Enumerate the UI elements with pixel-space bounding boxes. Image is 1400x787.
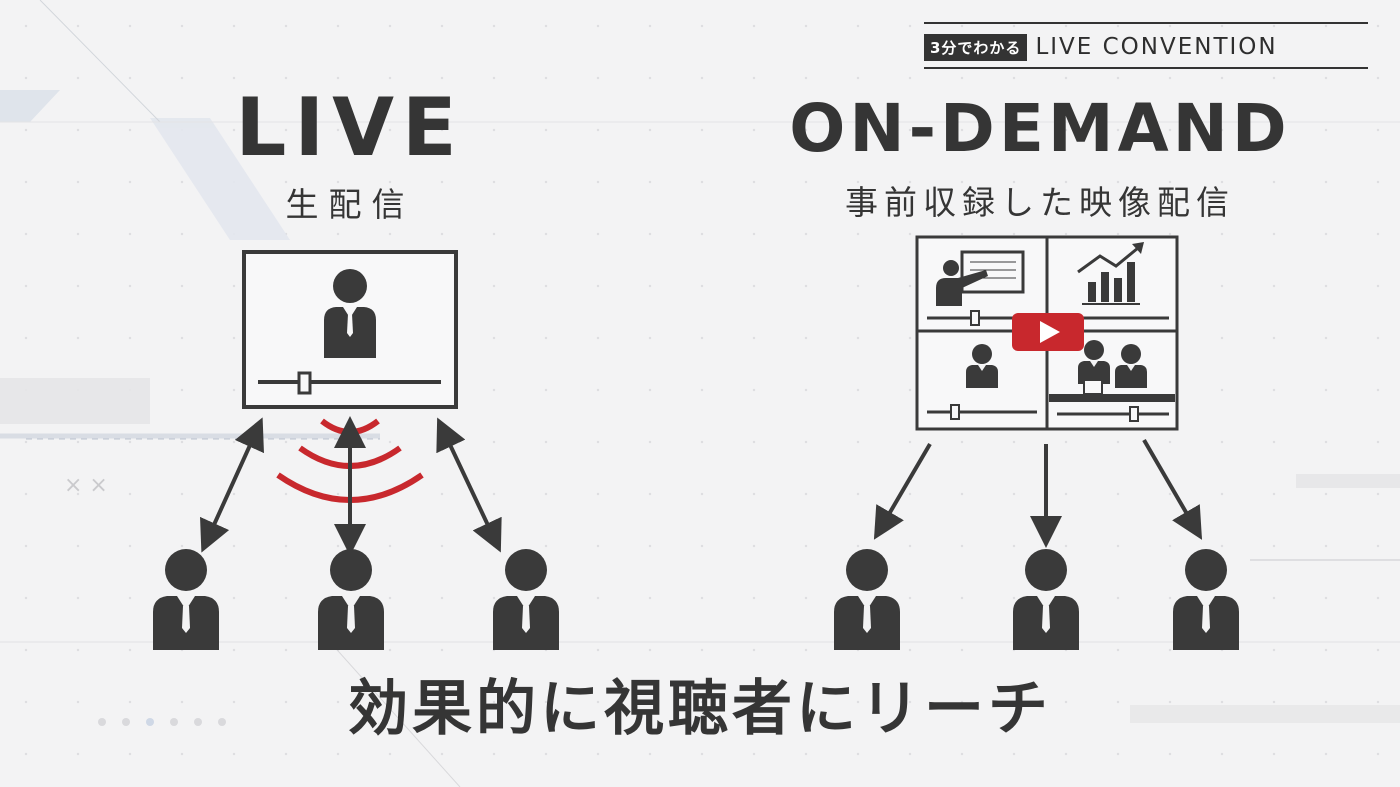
- ondemand-viewers: [834, 549, 1239, 650]
- ondemand-video-grid: [915, 235, 1179, 431]
- play-button-icon: [1012, 313, 1084, 351]
- page-indicator-dots: [98, 718, 226, 726]
- arrow-icon: [200, 417, 264, 553]
- live-subtitle: 生配信: [285, 185, 415, 224]
- badge-tag: 3分でわかる: [924, 33, 1028, 61]
- live-bidirectional-arrows: [200, 416, 502, 556]
- caption: 効果的に視聴者にリーチ: [348, 674, 1052, 744]
- person-icon: [834, 549, 900, 650]
- series-badge: 3分でわかる LIVE CONVENTION: [924, 30, 1278, 64]
- arrow-icon: [1142, 438, 1203, 540]
- suit-person-icon: [927, 344, 1037, 420]
- person-icon: [318, 549, 384, 650]
- person-icon: [493, 549, 559, 650]
- seek-handle: [297, 371, 312, 395]
- badge-top-rule: [924, 22, 1368, 24]
- ondemand-title: ON-DEMAND: [789, 90, 1291, 167]
- arrow-icon: [873, 442, 932, 540]
- person-icon: [153, 549, 219, 650]
- live-title: LIVE: [235, 81, 465, 174]
- person-icon: [1173, 549, 1239, 650]
- person-icon: [1013, 549, 1079, 650]
- ondemand-arrows: [873, 438, 1203, 548]
- badge-bottom-rule: [924, 67, 1368, 69]
- panel-discussion-icon: [1049, 340, 1175, 422]
- live-monitor: [242, 250, 458, 409]
- arrow-icon: [436, 417, 502, 553]
- speaker-person-icon: [324, 269, 376, 358]
- svg-text:× ×: × ×: [64, 473, 108, 498]
- badge-title: LIVE CONVENTION: [1035, 34, 1278, 60]
- live-viewers: [153, 549, 559, 650]
- ondemand-subtitle: 事前収録した映像配信: [845, 183, 1235, 222]
